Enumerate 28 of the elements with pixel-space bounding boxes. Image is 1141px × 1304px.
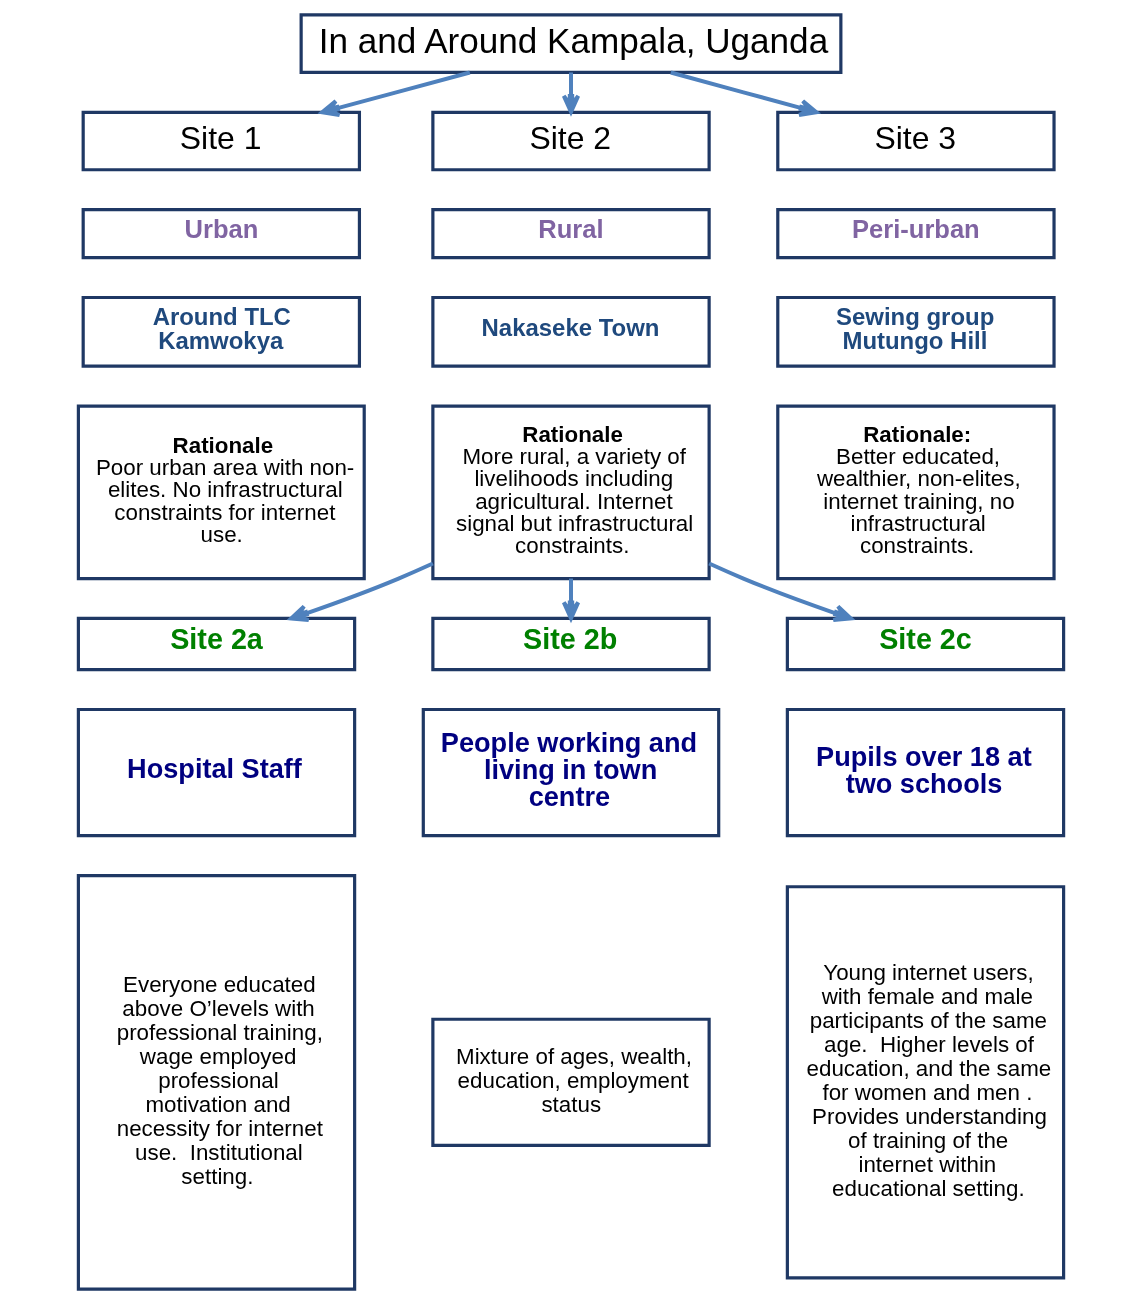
node-box: Rationale More rural, a variety of livelihoods including agricultural. Internet signal but infrastructural constraints.	[430, 404, 711, 581]
node-box: Rationale: Better educated, wealthier, non-elites, internet training, no infrastructural constraints.	[775, 404, 1056, 581]
node-box: Mixture of ages, wealth, education, employment status	[430, 1017, 711, 1147]
node-box: Peri-urban	[775, 208, 1056, 260]
node-box: Pupils over 18 at two schools	[785, 707, 1065, 838]
arrow	[288, 561, 434, 623]
node-box: Rationale Poor urban area with non-elites. No infrastructural constraints for internet use.	[76, 404, 366, 581]
node-box: Sewing group Mutungo Hill	[775, 295, 1056, 368]
node-box: Site 2	[430, 110, 711, 172]
node-box: Nakaseke Town	[430, 295, 711, 368]
arrow	[669, 70, 818, 117]
arrow	[561, 72, 580, 114]
node-box: Site 1	[81, 110, 361, 172]
arrow	[319, 70, 470, 118]
node-box: Everyone educated above O’levels with professional training, wage employed professional motivation and necessity for internet use. Institutional setting.	[76, 873, 356, 1291]
node-box: Hospital Staff	[76, 707, 356, 838]
node-box: Site 2c	[785, 616, 1065, 672]
arrow	[561, 578, 580, 621]
node-box: Urban	[81, 208, 361, 260]
node-box: Site 3	[775, 110, 1056, 172]
arrow	[707, 561, 853, 623]
node-box: Site 2b	[430, 616, 711, 672]
node-box: In and Around Kampala, Uganda	[299, 13, 842, 74]
node-box: Around TLC Kamwokya	[81, 295, 361, 368]
node-box: People working and living in town centre	[421, 707, 720, 838]
node-box: Site 2a	[76, 616, 356, 672]
node-box: Rural	[430, 208, 711, 260]
node-box: Young internet users, with female and male participants of the same age. Higher levels of education, and the same for women and men . Provides understanding of training of the internet within educational setting.	[785, 885, 1065, 1280]
